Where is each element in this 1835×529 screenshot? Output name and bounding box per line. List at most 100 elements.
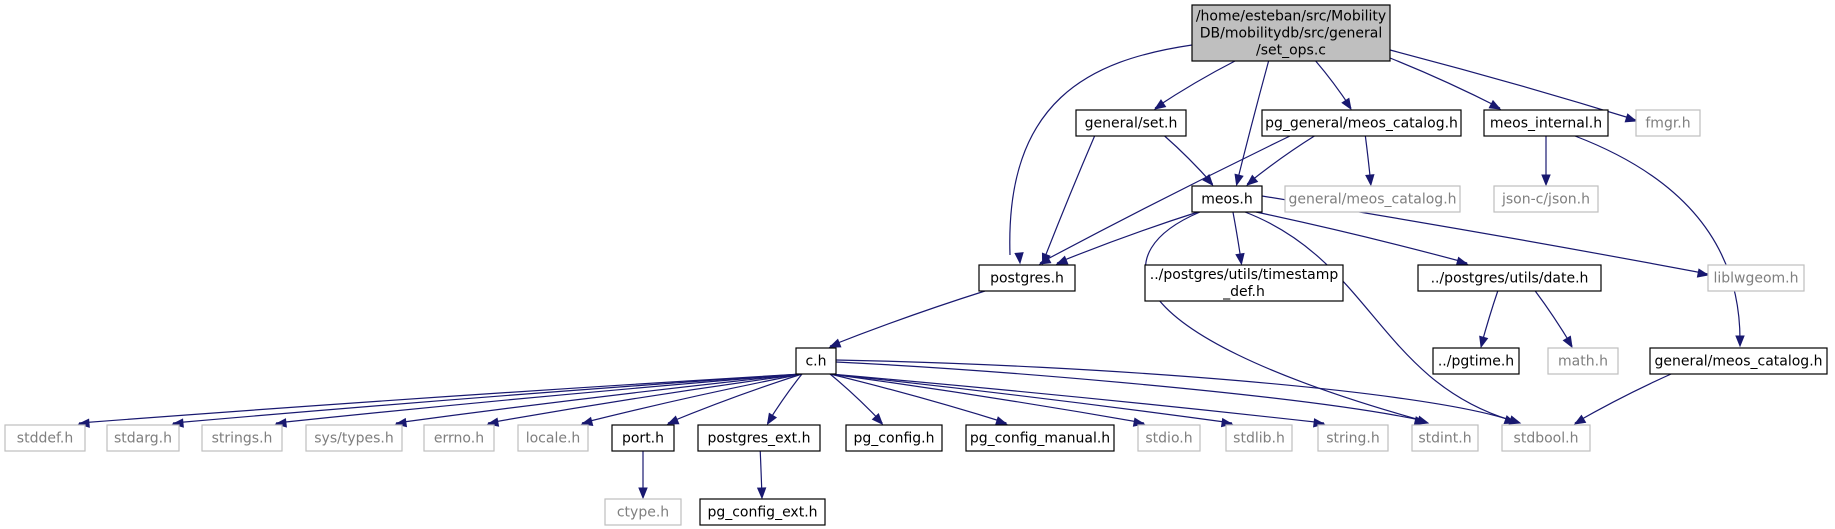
edge-date-to-math: [1534, 290, 1573, 349]
edge-c_h-to-locale: [580, 373, 803, 426]
node-label: ../postgres/utils/timestamp: [1150, 267, 1339, 283]
node-label: pg_general/meos_catalog.h: [1265, 116, 1458, 132]
node-label: general/set.h: [1085, 116, 1178, 132]
node-label: /set_ops.c: [1256, 43, 1326, 59]
node-errno: errno.h: [423, 424, 495, 452]
node-date[interactable]: ../postgres/utils/date.h: [1417, 264, 1602, 292]
edge-meos_h-to-stdbool: [1244, 211, 1522, 425]
node-stdint: stdint.h: [1411, 424, 1479, 452]
edge-port-to-ctype: [638, 451, 648, 500]
node-postgres-ext[interactable]: postgres_ext.h: [697, 424, 821, 452]
edge-meos_internal-to-gen_meos_catalog_b: [1574, 135, 1745, 348]
node-box: [845, 424, 943, 452]
node-label: postgres_ext.h: [708, 431, 811, 447]
edge-c_h-to-pg_config_manual: [829, 373, 1008, 426]
node-c-h[interactable]: c.h: [795, 347, 837, 375]
node-label: c.h: [805, 354, 826, 370]
node-label: math.h: [1558, 354, 1608, 370]
node-box: [1137, 424, 1201, 452]
node-root[interactable]: /home/esteban/src/MobilityDB/mobilitydb/…: [1191, 4, 1391, 62]
node-box: [1191, 4, 1391, 62]
node-label: fmgr.h: [1645, 116, 1690, 132]
node-set-h[interactable]: general/set.h: [1075, 109, 1187, 137]
node-liblwgeom: liblwgeom.h: [1707, 264, 1805, 292]
edge-c_h-to-errno: [486, 373, 803, 427]
node-box: [1649, 347, 1828, 375]
edge-root-to-meos_h: [1234, 60, 1270, 187]
edge-c_h-to-postgres_ext: [766, 373, 803, 426]
node-pg-config[interactable]: pg_config.h: [845, 424, 943, 452]
node-stdlib: stdlib.h: [1225, 424, 1293, 452]
node-box: [1635, 109, 1701, 137]
node-pgtime[interactable]: ../pgtime.h: [1432, 347, 1520, 375]
node-gen-meos-catalog-a: general/meos_catalog.h: [1284, 185, 1461, 213]
node-label: postgres.h: [990, 271, 1064, 287]
edge-c_h-to-pg_config: [829, 373, 884, 425]
edge-postgres_ext-to-pg_config_ext: [756, 450, 767, 500]
node-label: pg_config_ext.h: [707, 505, 817, 521]
node-box: [4, 424, 86, 452]
node-label: pg_config.h: [854, 431, 935, 447]
node-port[interactable]: port.h: [611, 424, 675, 452]
node-fmgr: fmgr.h: [1635, 109, 1701, 137]
edge-meos_h-to-postgres: [1055, 211, 1199, 265]
node-meos-internal[interactable]: meos_internal.h: [1483, 109, 1609, 137]
edge-pg_meos_catalog-to-meos_h: [1246, 135, 1315, 186]
edge-c_h-to-stdint: [835, 361, 1427, 426]
node-label: liblwgeom.h: [1713, 271, 1798, 287]
node-label: json-c/json.h: [1501, 192, 1590, 208]
node-box: [201, 424, 283, 452]
node-box: [699, 498, 826, 526]
edge-set_h-to-postgres: [1041, 135, 1096, 266]
node-pg-config-ext[interactable]: pg_config_ext.h: [699, 498, 826, 526]
node-label: strings.h: [212, 431, 273, 447]
node-math: math.h: [1547, 347, 1619, 375]
node-pg-meos-catalog[interactable]: pg_general/meos_catalog.h: [1261, 109, 1462, 137]
node-box: [1501, 424, 1591, 452]
node-timestamp[interactable]: ../postgres/utils/timestamp_def.h: [1144, 264, 1344, 302]
node-box: [1483, 109, 1609, 137]
node-gen-meos-catalog-b[interactable]: general/meos_catalog.h: [1649, 347, 1828, 375]
node-strings: strings.h: [201, 424, 283, 452]
node-box: [1417, 264, 1602, 292]
node-label: port.h: [622, 431, 664, 447]
node-systypes: sys/types.h: [305, 424, 403, 452]
node-box: [1411, 424, 1479, 452]
node-label: errno.h: [434, 431, 484, 447]
node-label: stdarg.h: [114, 431, 172, 447]
node-box: [106, 424, 180, 452]
node-postgres[interactable]: postgres.h: [978, 264, 1076, 292]
edge-root-to-pg_meos_catalog: [1315, 60, 1352, 111]
node-label: stdbool.h: [1514, 431, 1579, 447]
node-box: [1261, 109, 1462, 137]
edge-c_h-to-port: [666, 373, 803, 425]
node-box: [1493, 185, 1599, 213]
node-box: [1284, 185, 1461, 213]
node-label: stdlib.h: [1233, 431, 1285, 447]
node-box: [305, 424, 403, 452]
node-pg-config-manual[interactable]: pg_config_manual.h: [965, 424, 1115, 452]
node-stddef: stddef.h: [4, 424, 86, 452]
node-box: [611, 424, 675, 452]
node-box: [795, 347, 837, 375]
node-label: meos_internal.h: [1490, 116, 1602, 132]
edge-meos_h-to-timestamp: [1232, 211, 1245, 266]
node-json: json-c/json.h: [1493, 185, 1599, 213]
node-label: pg_config_manual.h: [970, 431, 1110, 447]
edge-root-to-postgres: [1009, 44, 1193, 265]
edge-c_h-to-stdbool: [835, 359, 1517, 425]
node-label: ../postgres/utils/date.h: [1431, 271, 1589, 287]
node-label: _def.h: [1222, 284, 1265, 300]
edge-root-to-meos_internal: [1389, 57, 1502, 110]
node-label: stddef.h: [17, 431, 73, 447]
node-label: ctype.h: [617, 505, 669, 521]
node-box: [1191, 185, 1263, 213]
edge-date-to-pgtime: [1479, 290, 1499, 349]
node-label: DB/mobilitydb/src/general: [1200, 26, 1383, 42]
node-meos-h[interactable]: meos.h: [1191, 185, 1263, 213]
node-box: [517, 424, 589, 452]
edge-pg_meos_catalog-to-postgres: [1038, 135, 1291, 265]
node-label: stdio.h: [1145, 431, 1192, 447]
node-label: string.h: [1326, 431, 1380, 447]
